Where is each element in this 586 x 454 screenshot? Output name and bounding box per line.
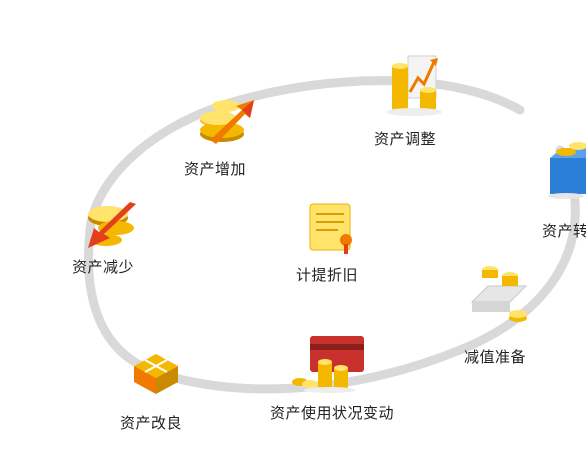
coin-stack-chart-icon [386, 55, 442, 116]
node-label: 资产转 [542, 222, 586, 240]
card-coins-icon [292, 336, 364, 393]
coins-tray-icon [470, 266, 528, 322]
coins-down-arrow-icon [88, 202, 136, 248]
node-depreciation: 计提折旧 [296, 198, 396, 288]
node-usage-change: 资产使用状况变动 [270, 332, 420, 432]
node-label: 资产使用状况变动 [270, 404, 395, 422]
document-seal-icon [309, 203, 352, 254]
node-label: 减值准备 [464, 348, 527, 366]
node-asset-adjust: 资产调整 [372, 44, 482, 154]
node-label: 计提折旧 [296, 266, 359, 284]
node-impairment: 减值准备 [464, 262, 564, 372]
node-label: 资产增加 [184, 160, 247, 178]
node-improvement: 资产改良 [118, 344, 218, 444]
node-asset-decrease: 资产减少 [72, 198, 172, 288]
node-label: 资产减少 [72, 258, 135, 276]
node-label: 资产改良 [120, 414, 183, 432]
node-asset-transfer: 资产转 [540, 136, 586, 246]
node-asset-increase: 资产增加 [182, 90, 292, 190]
blocks-icon [134, 354, 178, 394]
coins-box-icon [548, 142, 586, 199]
coins-up-arrow-icon [200, 100, 254, 144]
node-label: 资产调整 [374, 130, 437, 148]
